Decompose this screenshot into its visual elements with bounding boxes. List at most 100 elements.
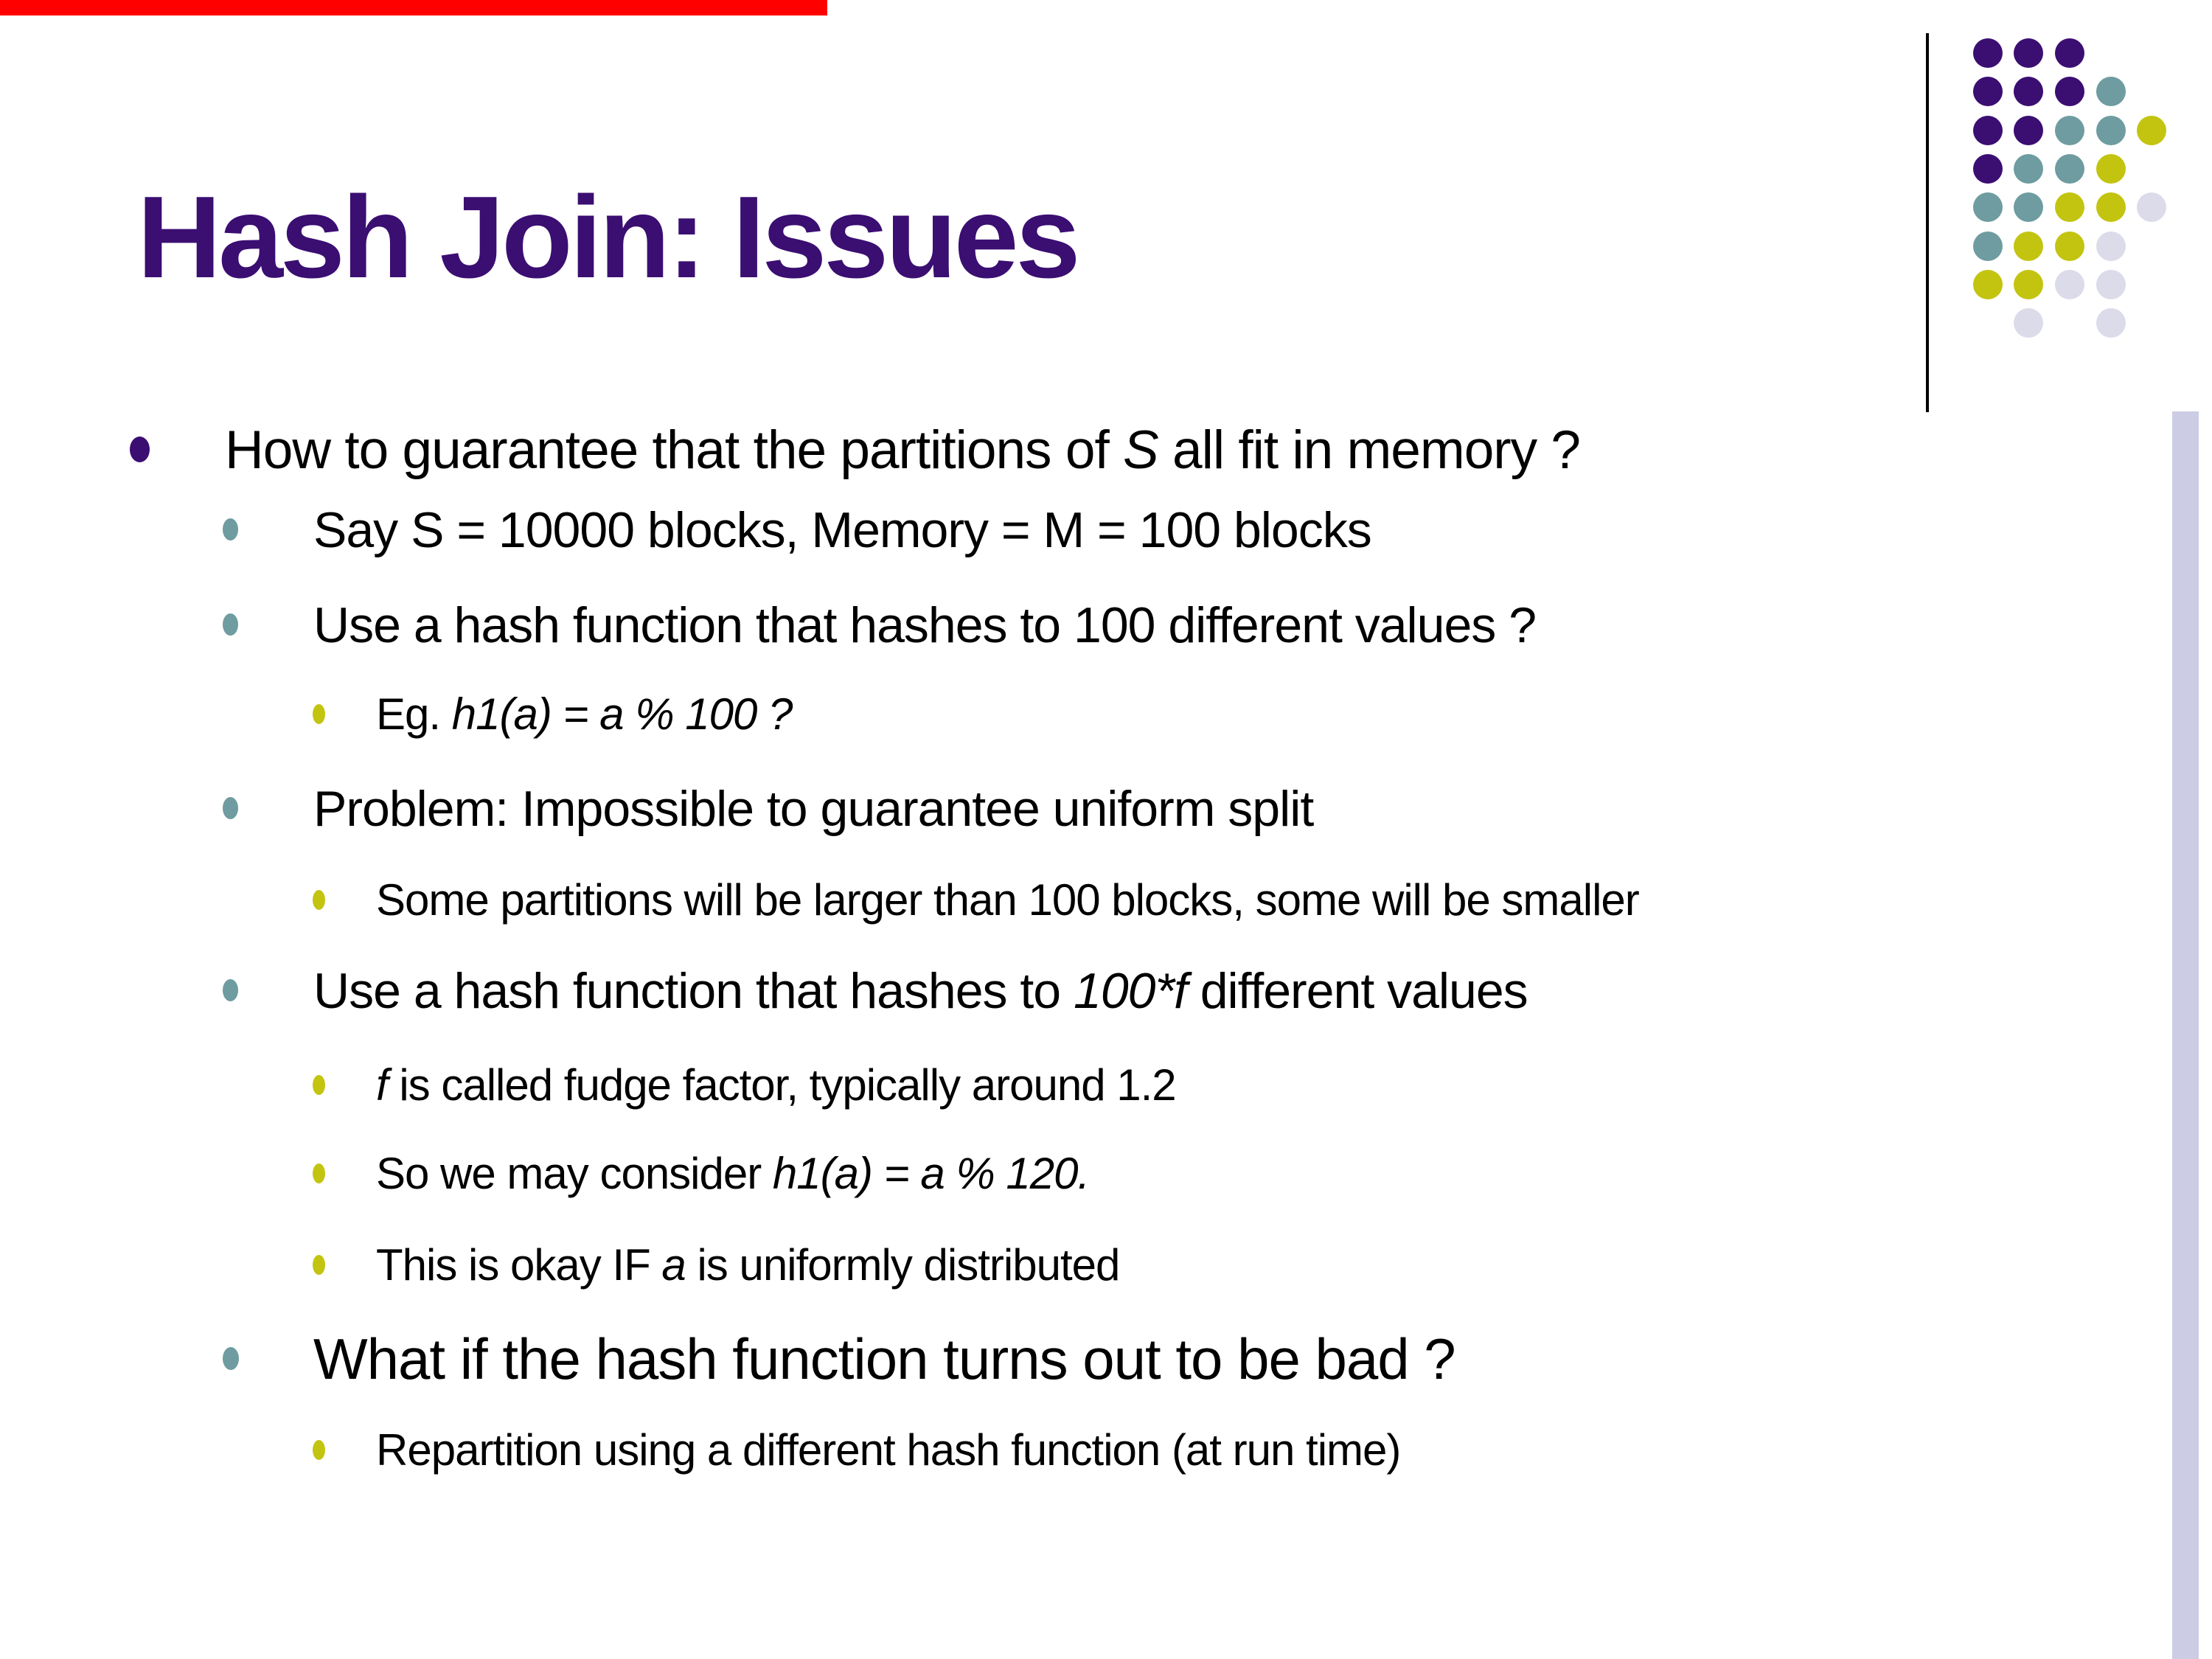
bullet-row: This is okay IF a is uniformly distribut… [0,1238,2183,1293]
dot-grid-cell [1967,111,2008,150]
bullet-icon [313,704,325,724]
grid-dot-icon [2096,115,2126,145]
dot-grid-cell [2131,226,2172,265]
grid-dot-icon [2054,154,2084,184]
grid-dot-icon [1972,269,2003,299]
bullet-icon [313,1164,325,1183]
bullet-icon [223,518,238,540]
grid-dot-icon [2096,192,2126,223]
grid-dot-icon [1972,231,2003,261]
dot-grid-cell [1967,226,2008,265]
dot-grid-cell [2049,226,2090,265]
bullet-row: Repartition using a different hash funct… [0,1423,2183,1478]
template-vertical-line [1926,33,1929,412]
dot-grid-cell [2090,150,2132,188]
dot-grid-cell [2049,34,2090,72]
bullet-icon [130,437,150,462]
dot-grid-cell [2090,304,2132,342]
dot-grid-cell [2049,265,2090,304]
dot-grid-cell [1967,72,2008,111]
dot-grid-cell [2131,265,2172,304]
grid-dot-icon [2014,77,2044,107]
bullet-icon [223,797,238,819]
dot-grid-cell [2049,72,2090,111]
bullet-text: Eg. h1(a) = a % 100 ? [376,689,793,739]
dot-grid-cell [2090,72,2132,111]
dot-grid-cell [2090,265,2132,304]
bullet-icon [313,890,325,910]
grid-dot-icon [2137,115,2167,145]
dot-grid-cell [1967,150,2008,188]
dot-grid-cell [2131,34,2172,72]
bullet-icon [223,613,238,636]
dot-grid-cell [2008,34,2050,72]
grid-dot-icon [2014,38,2044,69]
dot-grid-cell [2049,150,2090,188]
dot-grid-cell [2131,304,2172,342]
dot-grid-cell [1967,304,2008,342]
bullet-icon [223,1347,239,1370]
grid-dot-icon [2096,269,2126,299]
dot-grid-cell [2131,150,2172,188]
dot-grid-cell [2008,226,2050,265]
top-accent-bar [0,0,827,15]
grid-dot-icon [2096,77,2126,107]
dot-grid-cell [2008,304,2050,342]
grid-dot-icon [2054,192,2084,223]
grid-dot-icon [2014,154,2044,184]
bullet-row: What if the hash function turns out to b… [0,1324,2183,1394]
bullet-row: Some partitions will be larger than 100 … [0,873,2183,928]
bullet-row: Say S = 10000 blocks, Memory = M = 100 b… [0,499,2183,561]
bullet-row: So we may consider h1(a) = a % 120. [0,1147,2183,1201]
bullet-row: Use a hash function that hashes to 100*f… [0,960,2183,1022]
dot-grid-cell [2008,188,2050,226]
bullet-row: How to guarantee that the partitions of … [0,417,2183,484]
bullet-row: f is called fudge factor, typically arou… [0,1058,2183,1113]
grid-dot-icon [1972,115,2003,145]
dot-grid-cell [2131,72,2172,111]
dot-grid-cell [2049,188,2090,226]
dot-grid [1967,34,2172,342]
grid-dot-icon [2054,231,2084,261]
dot-grid-cell [2008,265,2050,304]
dot-grid-cell [2049,111,2090,150]
grid-dot-icon [2054,115,2084,145]
grid-dot-icon [2054,77,2084,107]
bullet-text: Problem: Impossible to guarantee uniform… [313,781,1314,837]
bullet-text: What if the hash function turns out to b… [313,1326,1456,1391]
bullet-text: Say S = 10000 blocks, Memory = M = 100 b… [313,502,1372,558]
grid-dot-icon [2096,308,2126,338]
grid-dot-icon [2014,308,2044,338]
dot-grid-cell [2008,72,2050,111]
bullet-text: Use a hash function that hashes to 100 d… [313,597,1537,653]
slide-title: Hash Join: Issues [137,172,1080,302]
grid-dot-icon [2014,115,2044,145]
bullet-row: Eg. h1(a) = a % 100 ? [0,687,2183,742]
bullet-icon [313,1075,325,1095]
dot-grid-cell [1967,188,2008,226]
grid-dot-icon [1972,192,2003,223]
bullet-row: Use a hash function that hashes to 100 d… [0,594,2183,656]
bullet-row: Problem: Impossible to guarantee uniform… [0,778,2183,840]
grid-dot-icon [2014,269,2044,299]
bullet-text: f is called fudge factor, typically arou… [376,1060,1177,1110]
grid-dot-icon [2096,231,2126,261]
grid-dot-icon [2137,192,2167,223]
dot-grid-cell [2131,111,2172,150]
grid-dot-icon [1972,154,2003,184]
dot-grid-cell [1967,265,2008,304]
dot-grid-cell [2090,226,2132,265]
bullet-text: So we may consider h1(a) = a % 120. [376,1149,1090,1198]
dot-grid-cell [2049,304,2090,342]
bullet-icon [313,1255,325,1275]
bullet-icon [313,1440,325,1460]
dot-grid-cell [2008,150,2050,188]
bullet-text: This is okay IF a is uniformly distribut… [376,1240,1120,1290]
bullet-text: Some partitions will be larger than 100 … [376,875,1640,925]
bullet-text: Use a hash function that hashes to 100*f… [313,963,1528,1019]
grid-dot-icon [1972,38,2003,69]
bullet-text: How to guarantee that the partitions of … [225,420,1581,480]
grid-dot-icon [2054,38,2084,69]
dot-grid-cell [2090,188,2132,226]
